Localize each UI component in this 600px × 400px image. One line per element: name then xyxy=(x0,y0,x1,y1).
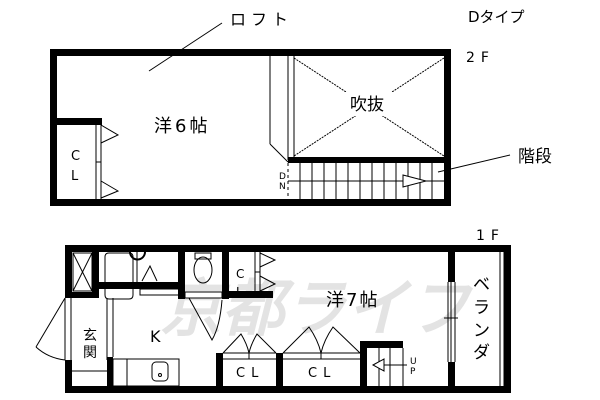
wall xyxy=(444,49,451,206)
veranda-char-1: ベ xyxy=(473,275,490,295)
wall xyxy=(65,245,511,252)
veranda: ベ ラ ン ダ xyxy=(473,252,505,386)
wall xyxy=(50,49,450,56)
floor-1-label: 1F xyxy=(476,228,505,244)
stairs-leader-line xyxy=(437,154,511,173)
kitchen-label: K xyxy=(150,327,161,346)
closet-wall xyxy=(50,118,102,125)
wall xyxy=(276,353,283,386)
wall xyxy=(222,252,229,299)
entrance-door xyxy=(35,297,72,361)
wall xyxy=(216,353,223,386)
closet-door-swing xyxy=(282,326,322,354)
bath-door-swing xyxy=(141,264,158,282)
toilet-room xyxy=(178,252,229,342)
wall xyxy=(360,341,367,393)
watermark-text: 京都ライフ xyxy=(160,272,474,345)
veranda-char-3: ン xyxy=(473,321,490,341)
loft-label: ロフト xyxy=(230,10,293,29)
closet-door-swing xyxy=(320,326,361,354)
wall xyxy=(92,252,99,298)
stairs-arrow-icon xyxy=(402,174,428,188)
veranda-window xyxy=(444,252,458,386)
stairs-2f: D N xyxy=(279,157,450,199)
wall xyxy=(504,245,511,393)
closet-2-label: CL xyxy=(308,366,336,381)
wall xyxy=(448,362,455,386)
closet-label-c: C xyxy=(71,149,80,164)
western-room-6-label: 洋6帖 xyxy=(154,116,210,137)
veranda-char-2: ラ xyxy=(473,298,490,318)
western-room-7-label: 洋7帖 xyxy=(326,290,379,311)
wall xyxy=(50,199,450,206)
wall xyxy=(178,252,185,299)
entrance-label-2: 関 xyxy=(83,345,97,361)
washer-icon xyxy=(72,252,93,292)
wall xyxy=(72,292,99,298)
loft-leader-line xyxy=(148,22,223,72)
watermark: 京都ライフ xyxy=(160,272,474,345)
stairs-label: 階段 xyxy=(518,147,552,167)
wall xyxy=(107,357,113,393)
wall xyxy=(360,341,403,348)
wall xyxy=(65,386,511,393)
entrance-label-1: 玄 xyxy=(83,327,97,344)
veranda-char-4: ダ xyxy=(473,343,490,363)
stairs-up-arrow-icon xyxy=(371,358,385,372)
stairs-dn-label-d: D xyxy=(279,172,286,182)
closet-1: CL xyxy=(216,333,283,386)
closet-door-swing xyxy=(100,180,120,199)
kitchen-sink-icon xyxy=(151,361,169,382)
wall xyxy=(50,49,57,206)
closet-door-swing xyxy=(100,124,120,144)
bathroom xyxy=(93,251,182,300)
floor-1-plan: C L 玄 関 K CL xyxy=(35,245,511,393)
wall xyxy=(448,252,455,282)
closet-small-label-c: C xyxy=(236,267,244,281)
wall xyxy=(65,360,72,393)
wall xyxy=(65,245,72,298)
closet-small-1f: C L xyxy=(229,252,277,299)
wall xyxy=(93,282,181,289)
kitchen-counter xyxy=(112,358,180,387)
entrance-area: 玄 関 xyxy=(72,298,114,393)
toilet-icon xyxy=(193,256,213,284)
closet-1-label: CL xyxy=(236,366,264,381)
floor-2-label: 2F xyxy=(466,50,495,66)
closet-door-swing xyxy=(222,333,250,354)
unit-type-label: Dタイプ xyxy=(468,8,525,26)
stairs-up-label-p: P xyxy=(410,367,416,377)
wall xyxy=(229,291,273,298)
closet-label-l: L xyxy=(71,169,79,184)
sink-icon xyxy=(129,251,146,261)
void-area: 吹抜 xyxy=(293,57,445,157)
bathtub-icon xyxy=(104,252,134,300)
closet-2: CL xyxy=(282,326,361,381)
stairs-dn-label-n: N xyxy=(279,182,286,192)
stairs-up-label-u: U xyxy=(410,357,417,367)
closet-door-swing xyxy=(248,333,277,354)
void-label: 吹抜 xyxy=(350,95,384,115)
wall xyxy=(288,157,450,163)
stairs-1f: U P xyxy=(360,341,417,393)
closet-small-label-l: L xyxy=(236,285,243,299)
floor-2-plan: ロフト 洋6帖 C L 吹抜 xyxy=(50,10,552,206)
toilet-door-swing xyxy=(188,297,223,342)
